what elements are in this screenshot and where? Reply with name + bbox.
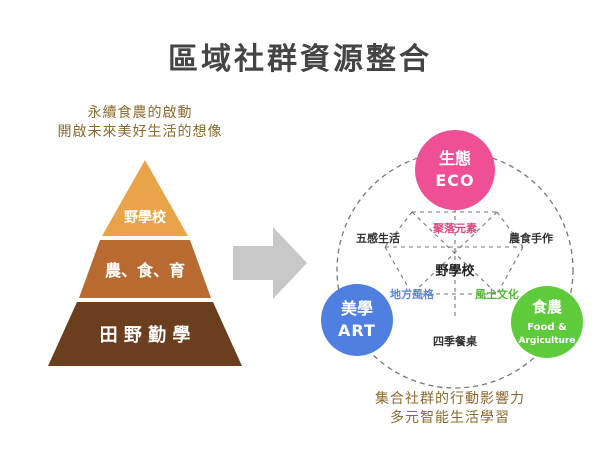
label-settlement-elements: 聚落元素	[432, 221, 477, 235]
node-food-circle	[511, 286, 583, 358]
page-title: 區域社群資源整合	[168, 42, 432, 77]
node-eco-subtitle: ECO	[435, 171, 474, 190]
node-food-subtitle-1: Food &	[527, 322, 567, 333]
pyramid-tier-top-label: 野學校	[124, 209, 167, 226]
network-caption-line-2: 多元智能生活學習	[390, 410, 510, 426]
dashed-line-lower-right	[496, 246, 524, 295]
pyramid-tier-middle	[79, 240, 211, 298]
pyramid-tier-middle-label: 農、食、育	[105, 261, 185, 280]
node-eco-title: 生態	[439, 149, 471, 168]
pyramid-tier-bottom-label: 田 野 勤 學	[100, 324, 191, 346]
center-label: 野學校	[435, 263, 475, 279]
flow-arrow-icon	[233, 227, 307, 299]
pyramid-tier-bottom	[48, 302, 242, 366]
pyramid-tier-top	[102, 160, 188, 236]
node-eco-circle	[415, 130, 495, 210]
label-local-culture: 風土文化	[475, 287, 519, 301]
label-four-seasons-table: 四季餐桌	[433, 334, 478, 348]
dashed-line-diagonal-2	[411, 211, 498, 295]
node-food-agriculture: 食農 Food & Argiculture	[511, 286, 583, 358]
outer-dashed-circle	[336, 151, 574, 389]
label-five-senses-life: 五感生活	[356, 231, 400, 245]
dashed-connector-lines	[384, 208, 524, 318]
node-art-circle	[321, 284, 393, 356]
node-eco: 生態 ECO	[415, 130, 495, 210]
node-food-subtitle-2: Argiculture	[518, 336, 575, 346]
label-farm-food-craft: 農食手作	[509, 231, 553, 245]
pyramid-tagline-line-1: 永續食農的啟動	[87, 105, 193, 121]
pyramid: 野學校 農、食、育 田 野 勤 學	[48, 160, 242, 366]
node-art-title: 美學	[341, 299, 373, 318]
node-art-subtitle: ART	[338, 321, 376, 340]
pyramid-tagline-line-2: 開啟未來美好生活的想像	[57, 124, 223, 140]
label-local-style: 地方風格	[390, 287, 435, 301]
node-food-title: 食農	[532, 298, 562, 316]
dashed-line-lower-left	[384, 246, 413, 295]
node-art: 美學 ART	[321, 284, 393, 356]
network-diagram: 五感生活 農食手作 四季餐桌 聚落元素 地方風格 風土文化 野學校 生態 ECO…	[321, 130, 583, 389]
network-caption-line-1: 集合社群的行動影響力	[375, 391, 525, 407]
